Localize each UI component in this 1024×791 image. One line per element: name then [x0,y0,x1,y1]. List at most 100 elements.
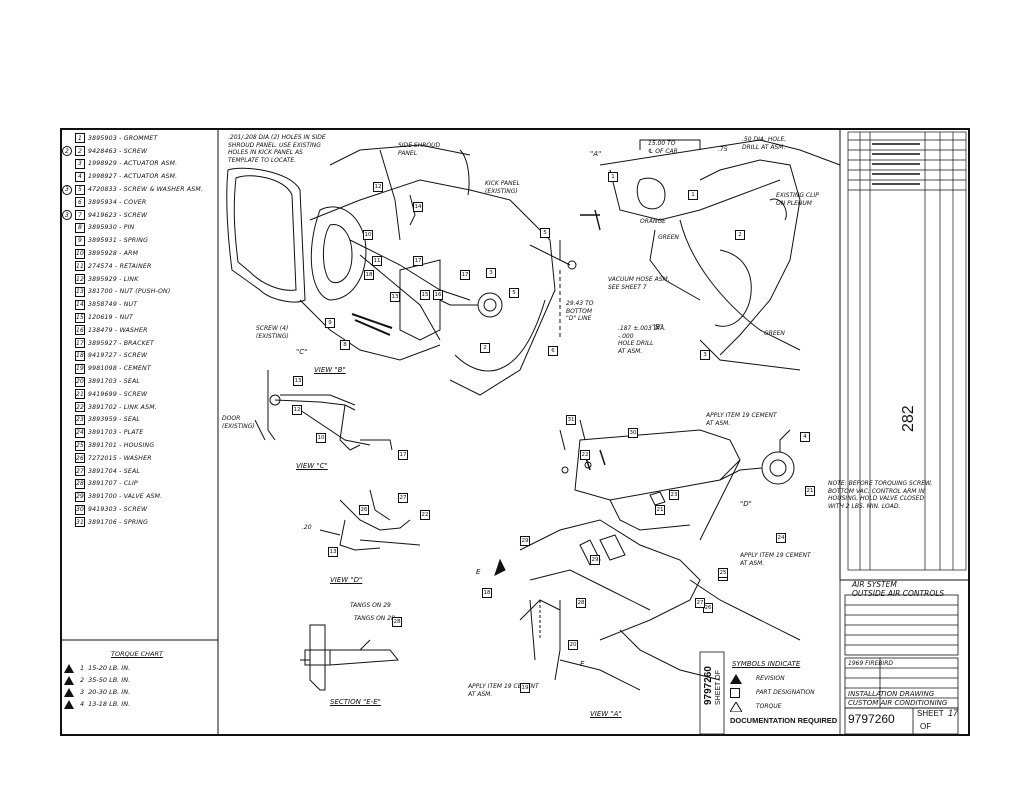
part-description: 3891702 - LINK ASM. [88,403,157,411]
torque-triangle-icon [64,687,74,697]
title-block-sheet-label: SHEET [917,709,944,718]
item-number: 26 [75,453,85,464]
torque-triangle-icon [730,702,742,712]
torque-triangle-icon [64,675,74,685]
letter-a: "A" [590,150,602,158]
torque-chart-title: TORQUE CHART [110,650,163,658]
revision-symbol [62,364,72,374]
revision-symbol [62,159,72,169]
item-callout: 26 [359,505,369,515]
revision-symbol [62,492,72,502]
item-callout: 14 [413,202,423,212]
revision-symbol [62,313,72,323]
revision-symbol [62,517,72,527]
item-callout: 27 [398,493,408,503]
item-number: 22 [75,402,85,413]
drawing-border [60,128,970,736]
part-description: 9419727 - SCREW [88,352,148,360]
item-callout: 13 [293,376,303,386]
item-number: 10 [75,248,85,259]
part-description: 3858749 - NUT [88,301,138,309]
item-number: 20 [75,376,85,387]
title-block-sheet-number: 17 [948,708,959,718]
title-block-drawing-number: 9797260 [848,712,895,726]
revision-symbol [62,351,72,361]
page-number: 282 [900,405,917,432]
item-number: 13 [75,286,85,297]
item-callout: 13 [328,547,338,557]
part-description: 7272015 - WASHER [88,454,152,462]
letter-b: "B" [652,323,664,331]
torque-id: 1 [80,664,85,672]
item-number: 12 [75,274,85,285]
title-block-car: 1969 FIREBIRD [848,660,894,667]
part-description: 3891701 - HOUSING [88,442,155,450]
revision-symbol [62,338,72,348]
letter-e-2: E [580,660,585,668]
item-callout: 28 [392,617,402,627]
drill-hole-label: .50 DIA. HOLE,DRILL AT ASM. [742,136,787,151]
view-b-label: VIEW "B" [314,366,346,374]
green-label: GREEN [658,234,679,241]
section-ee [300,624,399,691]
part-description: 3895934 - COVER [88,198,147,206]
tangs-29-label: TANGS ON 29 [350,602,391,609]
side-drawing-number: 9797260 [703,666,714,705]
item-number: 15 [75,312,85,323]
item-number: 14 [75,299,85,310]
item-callout: 19 [520,683,530,693]
part-description: 3895903 - GROMMET [88,134,158,142]
part-description: 3891703 - PLATE [88,429,144,437]
item-callout: 8 [340,340,350,350]
item-number: 2 [75,146,85,157]
item-number: 7 [75,210,85,221]
part-description: 138479 - WASHER [88,326,148,334]
part-description: 9428463 - SCREW [88,147,148,155]
revision-symbol [62,172,72,182]
torque-value: 13-18 LB. IN. [88,700,131,708]
revision-symbol [62,236,72,246]
item-callout: 26 [703,603,713,613]
item-callout: 4 [800,432,810,442]
item-callout: 1 [608,172,618,182]
screw-existing-label: SCREW (4)(EXISTING) [256,325,289,340]
part-description: 3895928 - ARM [88,250,139,258]
revision-symbol [62,261,72,271]
torque-id: 2 [80,676,85,684]
revision-symbol [62,389,72,399]
kick-panel-label: KICK PANEL(EXISTING) [485,180,520,195]
item-number: 18 [75,350,85,361]
revision-symbol [62,133,72,143]
revision-symbol [62,197,72,207]
part-description: 9419699 - SCREW [88,390,148,398]
item-callout: 28 [576,598,586,608]
letter-d: "D" [740,500,752,508]
item-callout: 27 [695,598,705,608]
item-number: 6 [75,197,85,208]
item-number: 16 [75,325,85,336]
item-callout: 20 [568,640,578,650]
revision-symbol [62,428,72,438]
view-a-assembly [494,419,801,691]
item-number: 1 [75,133,85,144]
